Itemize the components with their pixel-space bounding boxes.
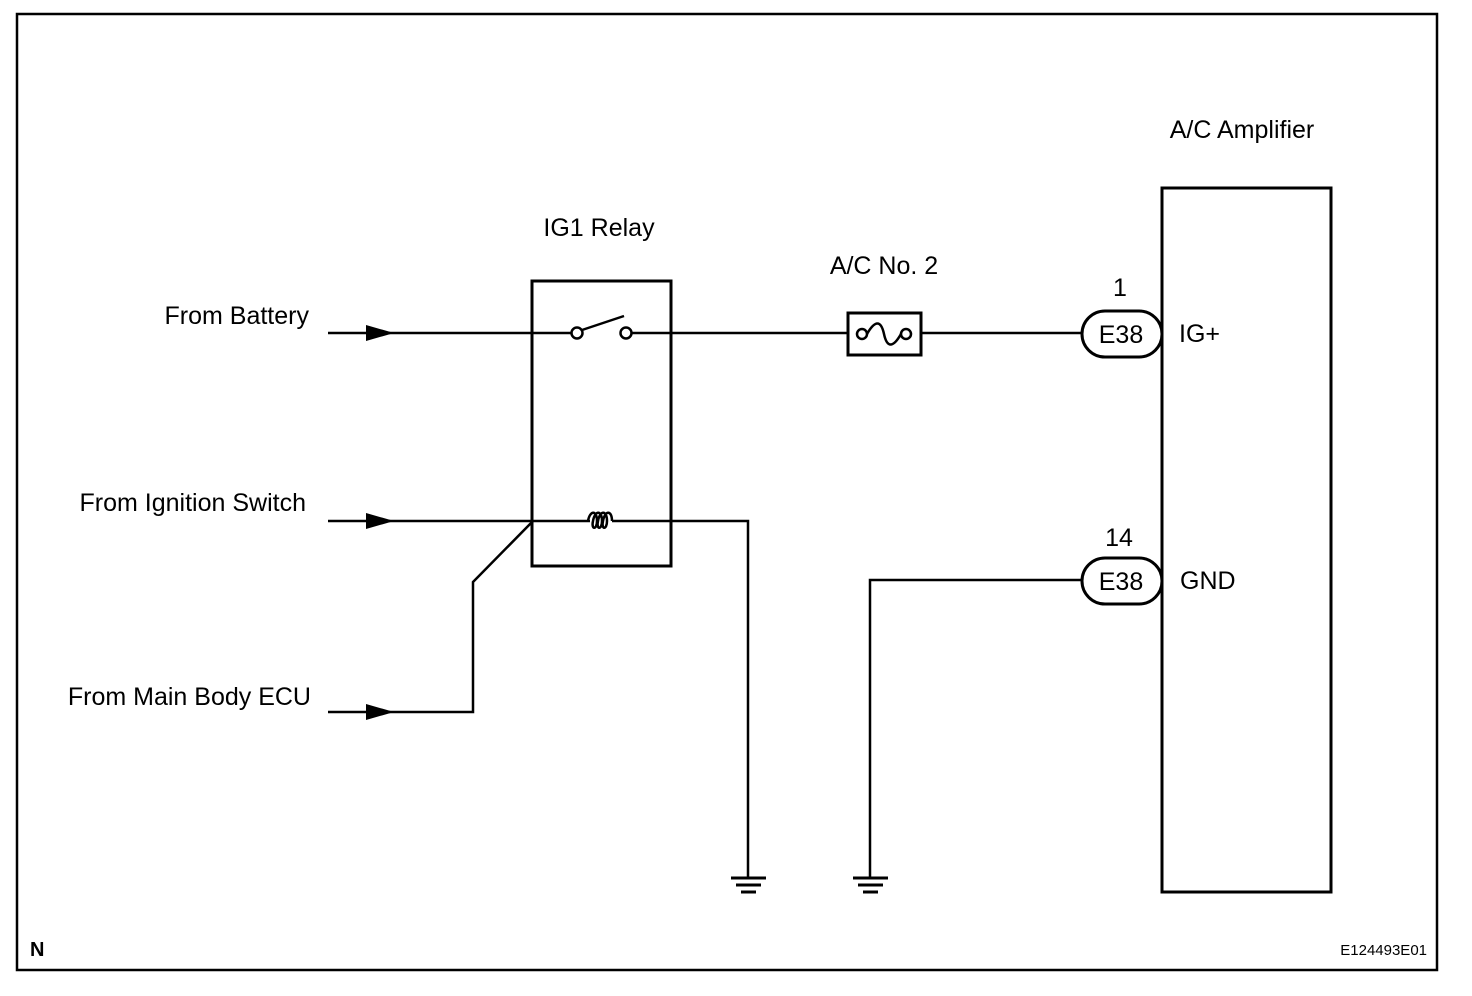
main-body-ecu-wire <box>328 520 534 714</box>
connector-code: E38 <box>1099 568 1143 596</box>
relay-title: IG1 Relay <box>543 214 655 242</box>
pin-number-1: 1 <box>1113 274 1127 302</box>
ac-amplifier-box <box>1160 186 1333 894</box>
from-main-body-ecu-label: From Main Body ECU <box>68 683 311 711</box>
arrowhead-icon <box>366 513 394 529</box>
arrowhead-icon <box>366 704 394 720</box>
relay-switch-icon <box>570 314 633 340</box>
ig1-relay-box <box>530 279 673 568</box>
from-battery-label: From Battery <box>165 302 310 330</box>
fuse-icon <box>846 311 923 357</box>
fuse-title: A/C No. 2 <box>830 252 938 280</box>
gnd-wire <box>868 578 1082 878</box>
pin-number-14: 14 <box>1105 524 1133 552</box>
arrowhead-icon <box>366 325 394 341</box>
diagram-frame <box>15 12 1439 972</box>
ground-icon <box>731 876 766 894</box>
figure-code: E124493E01 <box>1340 942 1427 959</box>
from-ignition-switch-label: From Ignition Switch <box>80 489 306 517</box>
terminal-ig-plus: IG+ <box>1179 320 1220 348</box>
coil-ground-wire <box>612 519 750 878</box>
amplifier-title: A/C Amplifier <box>1170 116 1314 144</box>
ground-icon <box>853 876 888 894</box>
terminal-gnd: GND <box>1180 567 1236 595</box>
connector-code: E38 <box>1099 321 1143 349</box>
corner-letter: N <box>30 939 44 961</box>
relay-coil-icon <box>586 511 614 529</box>
